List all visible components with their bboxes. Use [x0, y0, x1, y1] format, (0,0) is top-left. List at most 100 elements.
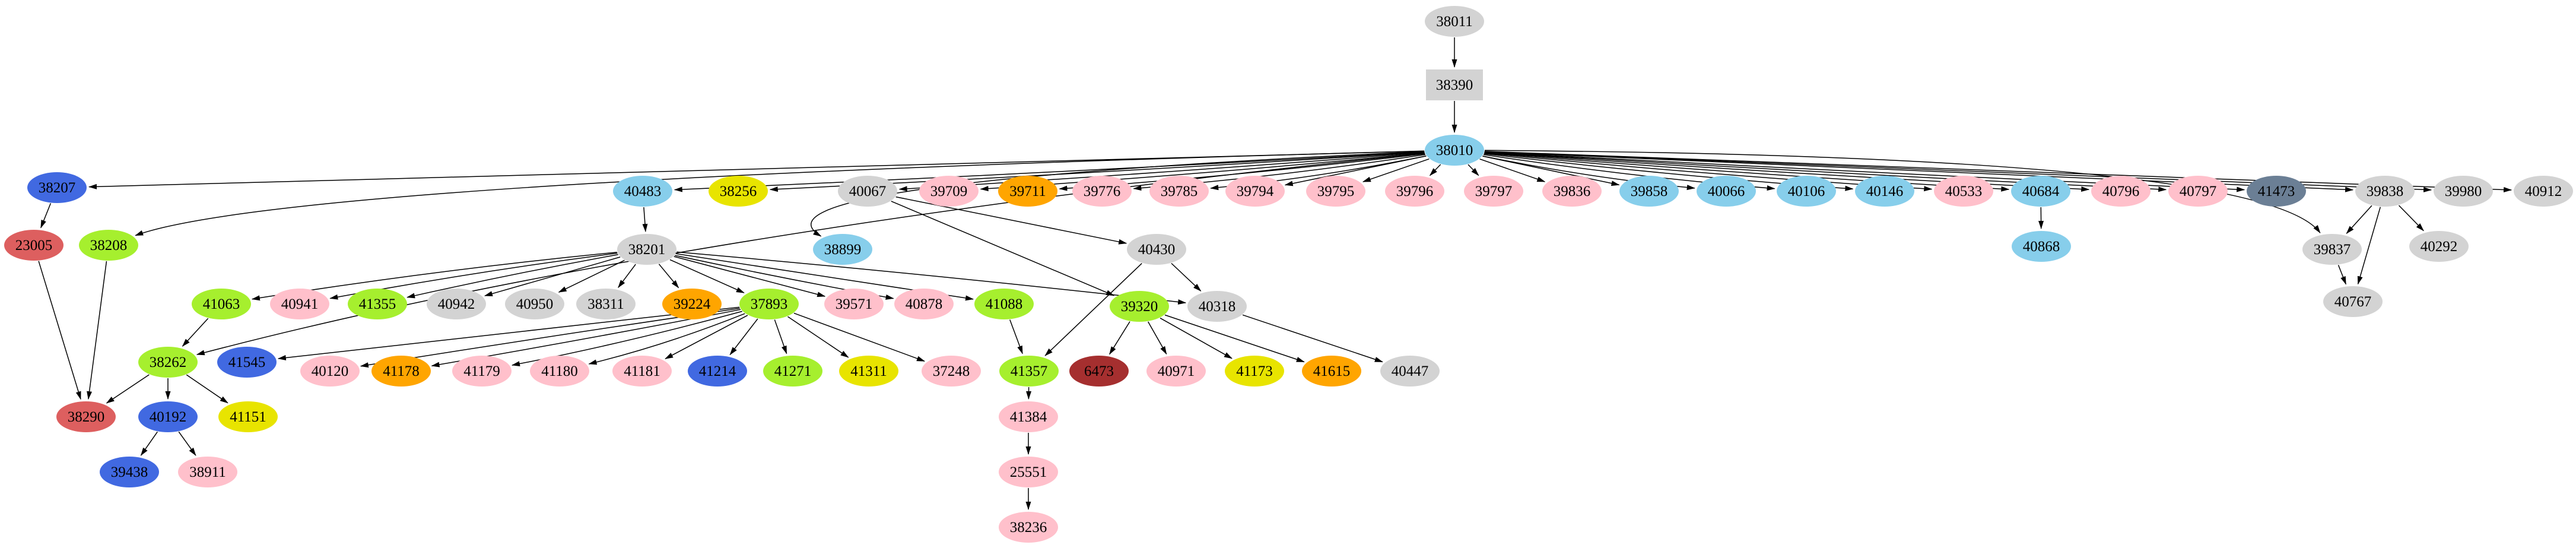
node-ellipse-shape: [919, 176, 979, 207]
node-ellipse-shape: [662, 289, 722, 319]
graph-node-39795: 39795: [1306, 176, 1365, 207]
graph-node-38207: 38207: [27, 172, 87, 203]
graph-edge-40192-38911: [178, 431, 196, 456]
node-label: 40483: [624, 183, 662, 199]
node-label: 40950: [516, 296, 554, 312]
graph-node-6473: 6473: [1069, 356, 1129, 387]
node-ellipse-shape: [576, 289, 636, 319]
graph-node-40106: 40106: [1777, 176, 1836, 207]
node-label: 39320: [1121, 299, 1158, 315]
node-label: 40797: [2180, 183, 2217, 199]
graph-edge-39838-40292: [2398, 205, 2424, 232]
graph-edge-37893-37248: [793, 312, 925, 362]
graph-node-40067: 40067: [838, 176, 897, 207]
node-ellipse-shape: [100, 457, 159, 487]
graph-node-41180: 41180: [530, 356, 589, 387]
node-label: 40146: [1866, 183, 1904, 199]
node-label: 41088: [986, 296, 1023, 312]
node-ellipse-shape: [813, 234, 872, 265]
node-label: 40106: [1788, 183, 1825, 199]
node-label: 40533: [1945, 183, 1983, 199]
node-label: 38911: [189, 464, 226, 480]
node-label: 40447: [1392, 363, 1429, 379]
graph-edge-37893-41214: [729, 318, 758, 356]
graph-edge-38010-40483: [674, 151, 1425, 192]
node-ellipse-shape: [1187, 291, 1247, 322]
graph-node-39794: 39794: [1225, 176, 1285, 207]
graph-edge-37893-41545: [277, 306, 740, 361]
graph-node-38911: 38911: [178, 457, 237, 487]
graph-node-39711: 39711: [998, 176, 1057, 207]
node-ellipse-shape: [1127, 234, 1186, 265]
node-ellipse-shape: [2323, 286, 2383, 317]
graph-node-39980: 39980: [2434, 176, 2493, 207]
node-label: 38290: [68, 409, 105, 425]
node-label: 41271: [774, 363, 812, 379]
node-label: 40120: [312, 363, 349, 379]
graph-edge-39838-39837: [2346, 205, 2372, 234]
graph-edge-38010-39836: [1479, 159, 1546, 182]
node-label: 41214: [699, 363, 736, 379]
node-ellipse-shape: [1069, 356, 1129, 387]
graph-node-38899: 38899: [813, 234, 872, 265]
node-ellipse-shape: [1385, 176, 1444, 207]
node-ellipse-shape: [27, 172, 87, 203]
node-ellipse-shape: [452, 356, 512, 387]
node-label: 39796: [1396, 183, 1434, 199]
node-label: 40796: [2102, 183, 2140, 199]
node-ellipse-shape: [1777, 176, 1836, 207]
graph-node-41181: 41181: [612, 356, 672, 387]
graph-node-39797: 39797: [1464, 176, 1523, 207]
node-label: 40066: [1708, 183, 1745, 199]
graph-edge-38010-39795: [1362, 158, 1430, 182]
graph-edge-38201-38311: [618, 264, 636, 289]
graph-node-39320: 39320: [1110, 291, 1169, 322]
node-ellipse-shape: [1934, 176, 1993, 207]
graph-edge-39320-40971: [1148, 321, 1167, 355]
node-ellipse-shape: [839, 356, 898, 387]
graph-node-37893: 37893: [739, 289, 799, 319]
node-label: 38010: [1436, 142, 1473, 159]
node-ellipse-shape: [79, 230, 138, 261]
node-label: 41173: [1236, 363, 1273, 379]
node-ellipse-shape: [192, 289, 251, 319]
node-ellipse-shape: [2434, 176, 2493, 207]
graph-node-38262: 38262: [138, 347, 198, 378]
graph-edge-38262-38290: [106, 374, 150, 404]
node-label: 41355: [359, 296, 396, 312]
graph-edge-38201-37893: [669, 259, 745, 293]
node-label: 39785: [1161, 183, 1198, 199]
graph-node-25551: 25551: [999, 457, 1058, 487]
node-ellipse-shape: [530, 356, 589, 387]
node-label: 39571: [836, 296, 873, 312]
graph-node-41063: 41063: [192, 289, 251, 319]
graph-node-40447: 40447: [1380, 356, 1440, 387]
graph-edge-40318-40447: [1242, 314, 1383, 363]
node-ellipse-shape: [999, 356, 1059, 387]
node-ellipse-shape: [1146, 356, 1206, 387]
graph-node-38311: 38311: [576, 289, 636, 319]
graph-node-39785: 39785: [1149, 176, 1209, 207]
node-label: 38207: [39, 180, 76, 196]
node-label: 40971: [1158, 363, 1195, 379]
node-label: 39224: [674, 296, 711, 312]
node-label: 41357: [1011, 363, 1048, 379]
graph-node-41179: 41179: [452, 356, 512, 387]
node-ellipse-shape: [709, 176, 768, 207]
node-ellipse-shape: [998, 176, 1057, 207]
node-ellipse-shape: [1306, 176, 1365, 207]
graph-edge-38010-39797: [1468, 164, 1479, 176]
graph-edge-40067-40430: [895, 196, 1127, 245]
node-ellipse-shape: [348, 289, 407, 319]
node-label: 38011: [1436, 14, 1473, 30]
graph-edge-38262-41151: [186, 374, 228, 404]
graph-node-41357: 41357: [999, 356, 1059, 387]
graph-edge-38010-38262: [196, 153, 1425, 356]
graph-node-39438: 39438: [100, 457, 159, 487]
graph-edge-39838-40767: [2357, 207, 2381, 285]
graph-node-40430: 40430: [1127, 234, 1186, 265]
node-ellipse-shape: [1149, 176, 1209, 207]
graph-node-40912: 40912: [2514, 176, 2573, 207]
node-ellipse-shape: [1072, 176, 1132, 207]
